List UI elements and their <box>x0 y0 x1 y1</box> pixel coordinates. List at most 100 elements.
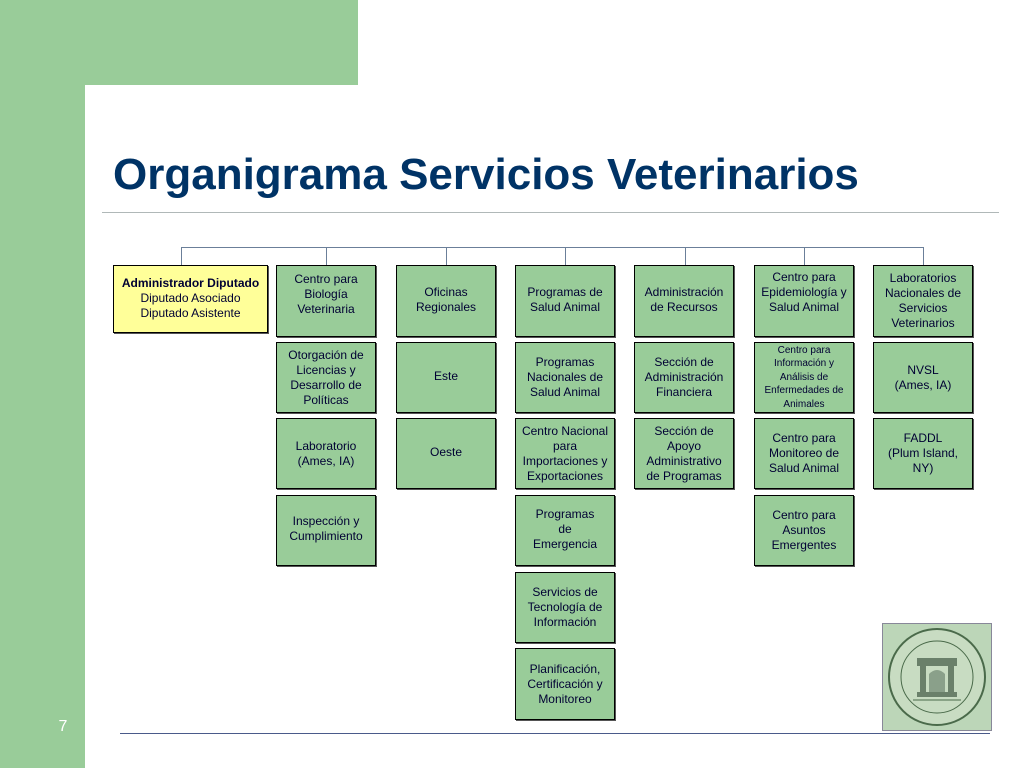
node-line: Programas <box>535 355 595 369</box>
node-line: Centro para <box>777 344 831 356</box>
node-line: Financiera <box>655 385 713 399</box>
admin-line-1: Administrador Diputado <box>121 276 260 290</box>
node-line: Programas <box>535 507 595 521</box>
connector-admin <box>181 247 182 265</box>
org-node: Laboratorios Nacionales de Servicios Vet… <box>873 265 973 337</box>
node-line: Oficinas <box>424 285 468 299</box>
node-line: Enfermedades de <box>764 385 844 397</box>
org-node: Laboratorio (Ames, IA) <box>276 418 376 489</box>
admin-line-2: Diputado Asociado <box>140 291 241 305</box>
node-line: Centro para <box>772 431 836 445</box>
node-line: Emergentes <box>771 538 837 552</box>
node-line: Regionales <box>415 300 477 314</box>
node-line: Programas de <box>527 285 603 299</box>
connector-col-2 <box>446 247 447 265</box>
node-line: Salud Animal <box>529 385 601 399</box>
node-line: Apoyo <box>666 438 702 453</box>
connector-horizontal <box>181 247 924 248</box>
org-node: Servicios de Tecnología de Información <box>515 572 615 643</box>
org-node: Sección de Apoyo Administrativo de Progr… <box>634 418 734 489</box>
org-node: Centro para Asuntos Emergentes <box>754 495 854 566</box>
org-node: Oeste <box>396 418 496 489</box>
page-title: Organigrama Servicios Veterinarios <box>113 150 859 199</box>
connector-col-4 <box>685 247 686 265</box>
node-line: Monitoreo de <box>768 446 840 460</box>
node-line: Centro para <box>772 508 836 522</box>
slide-number: 7 <box>58 718 68 735</box>
org-node: Centro para Información y Análisis de En… <box>754 342 854 413</box>
node-line: Nacionales de <box>884 286 962 300</box>
node-line: Monitoreo <box>538 691 592 706</box>
node-line: (Ames, IA) <box>297 454 355 468</box>
node-line: Cumplimiento <box>289 529 363 543</box>
node-line: Otorgación de <box>288 347 364 362</box>
node-line: Administración <box>644 285 724 299</box>
org-node: Programas de Salud Animal <box>515 265 615 337</box>
org-node: Programas de Emergencia <box>515 495 615 566</box>
admin-line-3: Diputado Asistente <box>140 306 241 320</box>
node-line: Veterinaria <box>297 302 355 316</box>
seal-graphic <box>888 628 986 726</box>
node-line: Importaciones y <box>522 453 608 468</box>
node-line: Este <box>433 369 458 383</box>
node-line: FADDL <box>903 431 943 445</box>
org-node: Este <box>396 342 496 413</box>
node-line: Tecnología de <box>527 600 603 614</box>
node-line: Análisis de <box>779 371 829 383</box>
node-line: de Recursos <box>650 300 718 314</box>
node-line: Centro Nacional <box>521 423 609 438</box>
node-line: Laboratorios <box>889 271 957 285</box>
node-line: Administración <box>644 370 724 384</box>
footer-divider <box>120 733 990 734</box>
node-line: Sección de <box>654 423 714 438</box>
node-line: Información y <box>773 358 835 370</box>
node-line: Oeste <box>429 445 462 459</box>
node-line: Servicios <box>898 301 948 315</box>
org-node: Programas Nacionales de Salud Animal <box>515 342 615 413</box>
org-node: Oficinas Regionales <box>396 265 496 337</box>
node-line: Inspección y <box>292 514 360 528</box>
node-line: NVSL <box>907 362 939 377</box>
admin-box: Administrador Diputado Diputado Asociado… <box>113 265 268 333</box>
org-node: Centro para Biología Veterinaria <box>276 265 376 337</box>
org-node: Centro para Monitoreo de Salud Animal <box>754 418 854 489</box>
node-line: Planificación, <box>529 661 601 676</box>
connector-col-5 <box>804 247 805 265</box>
node-line: Salud Animal <box>529 300 601 314</box>
node-line: Sección de <box>654 355 714 369</box>
node-line: (Ames, IA) <box>894 377 952 392</box>
university-seal-icon <box>882 623 992 731</box>
org-node: Centro Nacional para Importaciones y Exp… <box>515 418 615 489</box>
node-line: Nacionales de <box>526 370 604 384</box>
connector-col-1 <box>326 247 327 265</box>
connector-col-3 <box>565 247 566 265</box>
node-line: Centro para <box>772 270 836 284</box>
node-line: Servicios de <box>532 585 598 599</box>
node-line: Laboratorio <box>295 439 357 453</box>
connector-col-6 <box>923 247 924 265</box>
org-node: Otorgación de Licencias y Desarrollo de … <box>276 342 376 413</box>
org-node: NVSL (Ames, IA) <box>873 342 973 413</box>
node-line: Licencias y <box>296 362 356 377</box>
node-line: Políticas <box>303 392 349 407</box>
node-line: para <box>552 438 578 453</box>
org-node: Administración de Recursos <box>634 265 734 337</box>
node-line: (Plum Island, <box>887 446 959 460</box>
node-line: Emergencia <box>532 537 598 551</box>
node-line: Salud Animal <box>768 461 840 475</box>
node-line: Asuntos <box>782 523 826 537</box>
node-line: de Programas <box>646 468 722 483</box>
node-line: de <box>558 522 572 536</box>
org-node: Planificación, Certificación y Monitoreo <box>515 648 615 720</box>
org-node: Inspección y Cumplimiento <box>276 495 376 566</box>
node-line: Epidemiología y <box>761 285 847 299</box>
node-line: Centro para <box>294 272 358 286</box>
node-line: Desarrollo de <box>290 377 362 392</box>
node-line: Animales <box>783 398 825 410</box>
org-node: Centro para Epidemiología y Salud Animal <box>754 265 854 337</box>
node-line: Veterinarios <box>891 316 955 330</box>
node-line: NY) <box>912 461 934 475</box>
node-line: Biología <box>304 287 348 301</box>
node-line: Certificación y <box>527 676 603 691</box>
org-node: FADDL (Plum Island, NY) <box>873 418 973 489</box>
